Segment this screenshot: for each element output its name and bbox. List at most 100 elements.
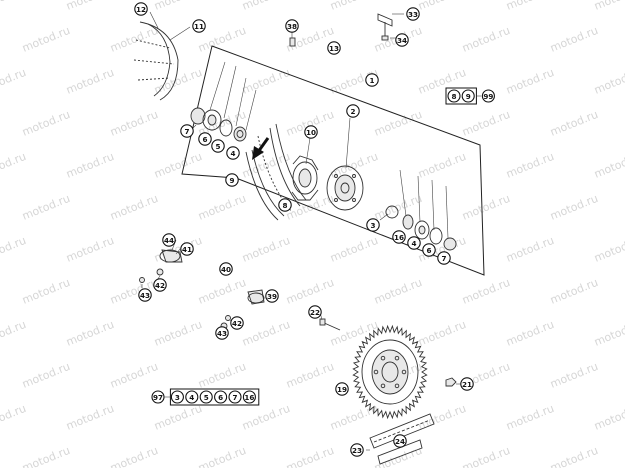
callout-label: 19 — [337, 385, 347, 394]
callout-label: 6 — [202, 135, 207, 144]
callout-7: 7 — [180, 124, 194, 138]
watermark-text: motod.ru — [372, 276, 424, 307]
watermark-text: motod.ru — [460, 276, 512, 307]
callout-circle — [392, 230, 406, 244]
callout-label: 38 — [287, 22, 297, 31]
callout-4: 4 — [407, 236, 421, 250]
watermark-text: motod.ru — [196, 360, 248, 391]
callout-40: 40 — [219, 262, 233, 276]
callout-label: 11 — [194, 22, 204, 31]
callout-12: 12 — [134, 2, 148, 16]
callout-42: 42 — [153, 278, 167, 292]
callout-label: 12 — [136, 5, 146, 14]
kit-callout-circle — [461, 89, 475, 103]
watermark-text: motod.ru — [108, 24, 160, 55]
kit-callout-label: 9 — [466, 92, 471, 101]
callout-circle — [335, 382, 349, 396]
left-bearing-stack — [190, 61, 257, 142]
callout-circle — [460, 377, 474, 391]
watermark-text: motod.ru — [548, 276, 600, 307]
watermark-text: motod.ru — [416, 150, 468, 181]
callout-label: 21 — [462, 380, 472, 389]
watermark-text: motod.ru — [504, 150, 556, 181]
callout-19: 19 — [335, 382, 349, 396]
watermark-text: motod.ru — [240, 150, 292, 181]
watermark-text: motod.ru — [64, 66, 116, 97]
callout-circle — [230, 316, 244, 330]
watermark-text: motod.ru — [152, 318, 204, 349]
callout-circle — [180, 242, 194, 256]
callout-label: 44 — [164, 236, 174, 245]
callout-21: 21 — [460, 377, 474, 391]
watermark-text: motod.ru — [108, 192, 160, 223]
watermark-text: motod.ru — [20, 108, 72, 139]
callout-label: 8 — [282, 201, 287, 210]
watermark-text: motod.ru — [64, 318, 116, 349]
watermark-text: motod.ru — [592, 0, 625, 13]
sprocket-bolt-hole — [380, 383, 386, 389]
callout-label: 4 — [230, 149, 235, 158]
callout-circle — [304, 125, 318, 139]
callout-11: 11 — [192, 19, 206, 33]
watermark-text: motod.ru — [504, 234, 556, 265]
watermark-text: motod.ru — [196, 192, 248, 223]
watermark-text: motod.ru — [0, 318, 28, 349]
callout-22: 22 — [308, 305, 322, 319]
sprocket-bolt-hole — [394, 383, 400, 389]
kit-callout-circle — [170, 390, 184, 404]
axle-spacer-parts-upper — [139, 239, 183, 288]
callout-label: 10 — [306, 128, 316, 137]
callout-2: 2 — [346, 104, 360, 118]
watermark-text: motod.ru — [240, 402, 292, 433]
sprocket-bolt-hole — [394, 355, 400, 361]
callout-label: 1 — [369, 76, 374, 85]
callout-label: 9 — [229, 176, 234, 185]
watermark-text: motod.ru — [240, 318, 292, 349]
watermark-text: motod.ru — [108, 444, 160, 468]
watermark-text: motod.ru — [328, 318, 380, 349]
callout-label: 6 — [426, 246, 431, 255]
wheel-hub — [291, 137, 319, 201]
watermark-text: motod.ru — [592, 150, 625, 181]
kit-callout-label: 16 — [244, 393, 254, 402]
callout-43: 43 — [215, 326, 229, 340]
callout-label: 39 — [267, 292, 277, 301]
callout-label: 22 — [310, 308, 320, 317]
watermark-text: motod.ru — [152, 402, 204, 433]
watermark-text: motod.ru — [240, 0, 292, 13]
kit-callout-8: 8 — [447, 89, 461, 103]
kit-callout-label: 97 — [153, 393, 163, 402]
kit-callout-label: 99 — [483, 92, 493, 101]
callout-circle — [406, 7, 420, 21]
kit-callout-label: 4 — [189, 393, 194, 402]
watermark-text: motod.ru — [64, 234, 116, 265]
callout-circle — [198, 132, 212, 146]
watermark-text: motod.ru — [152, 150, 204, 181]
watermark-text: motod.ru — [548, 108, 600, 139]
kit-callout-circle — [185, 390, 199, 404]
callout-16: 16 — [392, 230, 406, 244]
rotation-arrow-icon — [252, 137, 270, 160]
callout-label: 7 — [441, 254, 446, 263]
callout-34: 34 — [395, 33, 409, 47]
sprocket-teeth — [352, 324, 428, 420]
drive-chain — [366, 413, 435, 465]
callout-44: 44 — [162, 233, 176, 247]
watermark-text: motod.ru — [108, 276, 160, 307]
sprocket-carrier — [326, 117, 364, 211]
callout-circle — [138, 288, 152, 302]
callout-label: 3 — [370, 221, 375, 230]
wheel-rim-fragment — [133, 11, 191, 101]
rear-sprocket — [352, 324, 428, 420]
watermark-text: motod.ru — [196, 276, 248, 307]
callout-circle — [215, 326, 229, 340]
sprocket-bolt-hole — [373, 369, 379, 375]
kit-callout-circle — [228, 390, 242, 404]
watermark-text: motod.ru — [504, 318, 556, 349]
watermark-text: motod.ru — [328, 0, 380, 13]
watermark-text: motod.ru — [328, 150, 380, 181]
callout-circle — [225, 173, 239, 187]
